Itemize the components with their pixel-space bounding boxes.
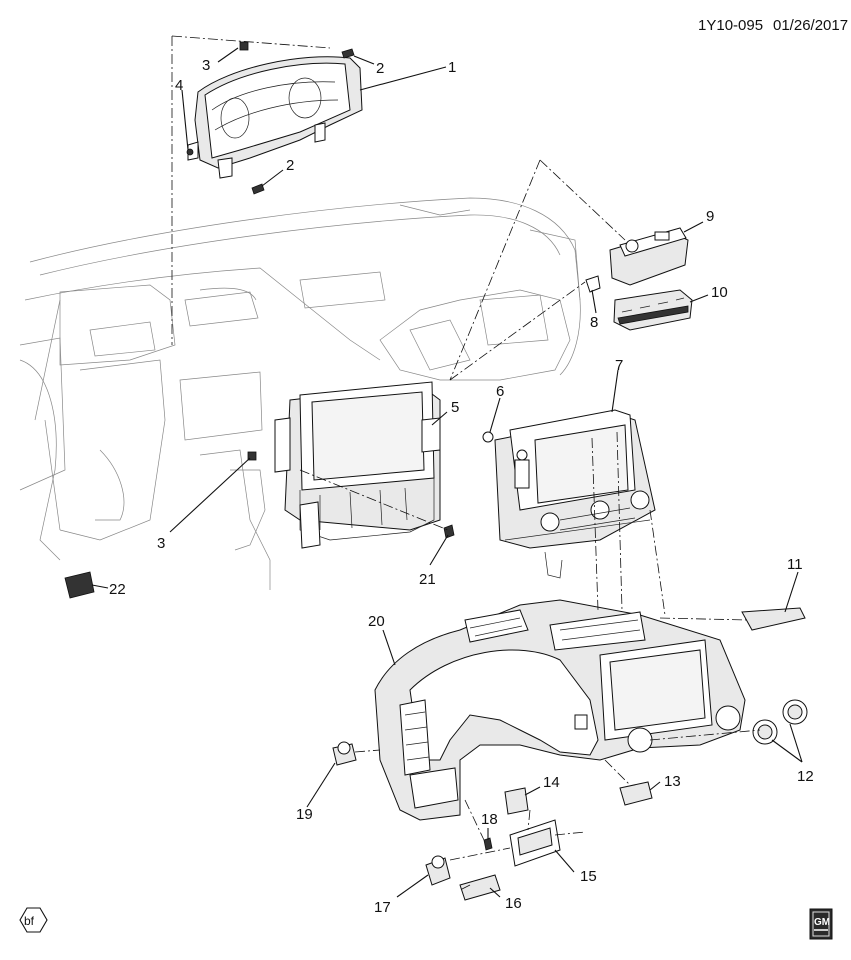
dashboard-structure: [19, 197, 581, 590]
callout-7: 7: [615, 357, 623, 374]
callout-10: 10: [711, 284, 728, 301]
switch-module: [613, 289, 693, 331]
instrument-cluster: [187, 56, 363, 179]
module-9: [609, 227, 689, 286]
callout-3-bottom: 3: [157, 535, 165, 552]
part-17: [425, 855, 451, 886]
callout-13: 13: [664, 773, 681, 790]
callout-20: 20: [368, 613, 385, 630]
callout-8: 8: [590, 314, 598, 331]
gm-logo: GM: [809, 908, 833, 940]
diagram-code: 1Y10-095: [698, 17, 763, 34]
assembly-lines: [171, 35, 761, 891]
callout-11: 11: [787, 556, 803, 573]
radio-control-module: [494, 409, 656, 579]
callout-1: 1: [448, 59, 456, 76]
callout-3-top: 3: [202, 57, 210, 74]
callout-17: 17: [374, 899, 391, 916]
callout-18: 18: [481, 811, 498, 828]
leader-lines: [91, 47, 803, 898]
callout-15: 15: [580, 868, 597, 885]
screw-21: [443, 524, 455, 539]
callout-5: 5: [451, 399, 459, 416]
diagram-date: 01/26/2017: [773, 17, 848, 34]
knobs-12: [752, 699, 808, 745]
part-16: [459, 874, 501, 901]
bf-badge-text: bf: [24, 914, 35, 928]
bf-badge: bf: [19, 907, 48, 933]
callout-19: 19: [296, 806, 313, 823]
display-unit: [274, 381, 441, 549]
callout-14: 14: [543, 774, 560, 791]
switch-14: [504, 787, 529, 815]
callout-9: 9: [706, 208, 714, 225]
callout-16: 16: [505, 895, 522, 912]
instrument-panel-trim: [374, 599, 746, 821]
callout-labels: 1 2 2 3 3 4 5 6 7 8 9 10 11 12 13 14 15 …: [109, 57, 814, 916]
callout-4: 4: [175, 77, 183, 94]
clip-3: [247, 451, 257, 461]
part-6-clip: [482, 431, 494, 443]
switch-13: [619, 781, 653, 806]
callout-2-bottom: 2: [286, 157, 294, 174]
callout-6: 6: [496, 383, 504, 400]
trim-piece-11: [741, 607, 806, 631]
cluster-fasteners: [186, 41, 355, 195]
part-19: [332, 741, 357, 766]
callout-22: 22: [109, 581, 126, 598]
callout-12: 12: [797, 768, 814, 785]
gm-logo-text: GM: [814, 917, 830, 928]
part-8-bracket: [585, 275, 601, 293]
callout-21: 21: [419, 571, 436, 588]
bezel-15: [509, 819, 561, 867]
callout-2-top: 2: [376, 60, 384, 77]
part-22: [64, 571, 95, 599]
